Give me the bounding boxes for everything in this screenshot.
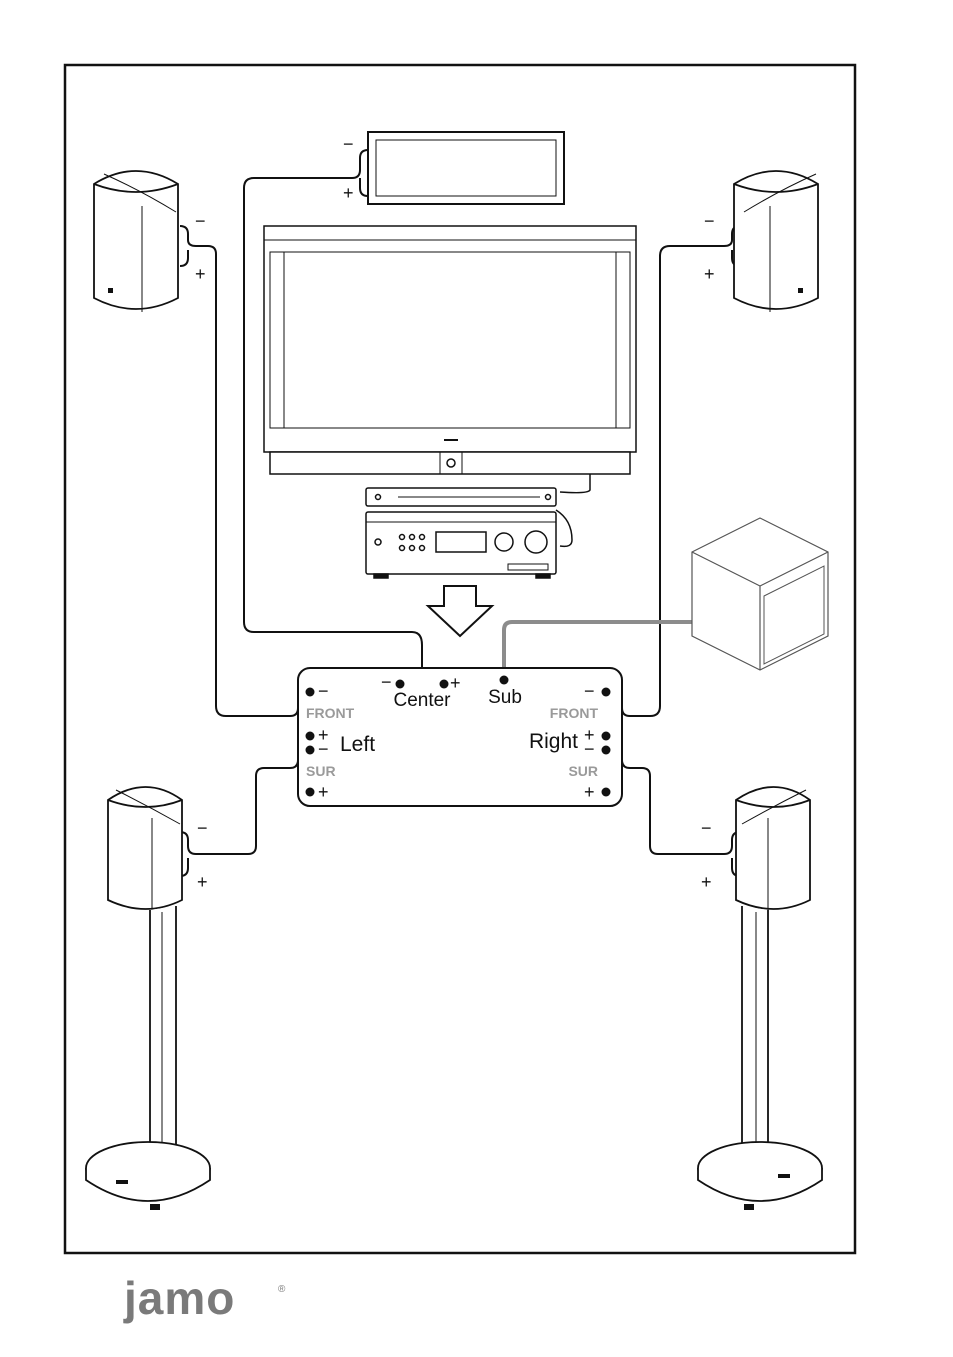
surround-left-speaker <box>86 787 210 1210</box>
front-left-speaker-plus-mark: + <box>195 264 206 284</box>
surround-right-cable <box>614 750 740 854</box>
logo-wordmark: Jamo <box>123 1272 235 1324</box>
surround-right-speaker-plus-mark: + <box>701 872 712 892</box>
registered-mark: ® <box>278 1284 286 1295</box>
sur-right-plus-terminal <box>602 788 611 797</box>
center-speaker-plus-mark: + <box>343 183 354 203</box>
front-right-minus-mark: − <box>584 681 595 701</box>
center-speaker-minus-mark: − <box>343 134 354 154</box>
av-receiver <box>366 510 572 578</box>
surround-right-speaker-minus-mark: − <box>701 818 712 838</box>
front-right-speaker-plus-mark: + <box>704 264 715 284</box>
front-left-speaker <box>94 171 178 312</box>
front-left-label: FRONT <box>306 705 355 721</box>
sur-left-minus-mark: − <box>318 739 329 759</box>
center-plus-terminal <box>440 680 449 689</box>
front-left-plus-terminal <box>306 732 315 741</box>
center-label: Center <box>393 690 451 711</box>
front-right-label: FRONT <box>550 705 599 721</box>
right-label: Right <box>529 730 578 753</box>
front-right-plus-terminal <box>602 732 611 741</box>
surround-right-speaker <box>698 787 822 1210</box>
front-right-speaker <box>734 171 818 312</box>
center-plus-mark: + <box>450 673 461 693</box>
center-minus-terminal <box>396 680 405 689</box>
television <box>264 226 636 493</box>
dvd-player <box>366 488 556 506</box>
front-right-speaker-minus-mark: − <box>704 211 715 231</box>
center-speaker <box>368 132 564 204</box>
sur-left-plus-mark: + <box>318 782 329 802</box>
jamo-logo: Jamo ® <box>123 1272 286 1324</box>
surround-left-speaker-plus-mark: + <box>197 872 208 892</box>
sub-label: Sub <box>488 687 522 708</box>
front-left-speaker-minus-mark: − <box>195 211 206 231</box>
sur-left-minus-terminal <box>306 746 315 755</box>
sur-left-label: SUR <box>306 763 336 779</box>
down-arrow <box>428 586 492 636</box>
sur-right-label: SUR <box>568 763 598 779</box>
front-left-minus-terminal <box>306 688 315 697</box>
front-left-minus-mark: − <box>318 681 329 701</box>
left-label: Left <box>340 733 375 756</box>
surround-left-cable <box>180 750 306 854</box>
front-right-minus-terminal <box>602 688 611 697</box>
sur-left-plus-terminal <box>306 788 315 797</box>
subwoofer <box>692 518 828 670</box>
sur-right-minus-terminal <box>602 746 611 755</box>
sur-right-plus-mark: + <box>584 782 595 802</box>
sub-terminal <box>500 676 509 685</box>
surround-left-speaker-minus-mark: − <box>197 818 208 838</box>
center-minus-mark: − <box>381 672 392 692</box>
sur-right-minus-mark: − <box>584 739 595 759</box>
